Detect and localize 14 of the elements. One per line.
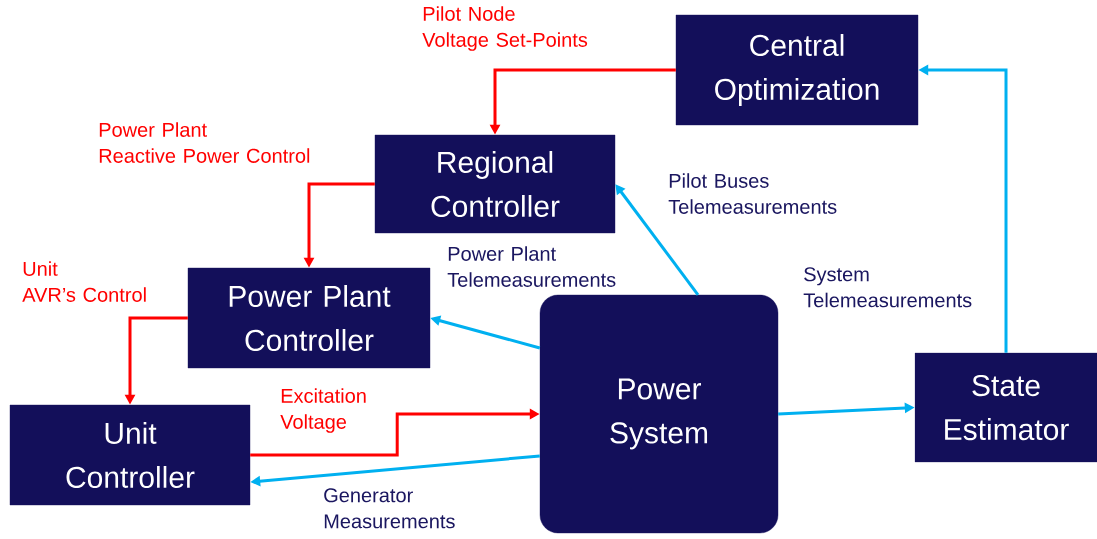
controller-box: Unit Controller [9,404,251,506]
edge-label: Excitation Voltage [280,388,366,433]
edge-label: Power Plant Telemeasurements [447,246,616,287]
edge-label: Power Plant Reactive Power Control [99,122,310,163]
edge-label: Pilot Node Voltage Set-Points [422,6,588,51]
controller-box: State Estimator [914,352,1097,463]
system-box: Power System [539,294,779,534]
edge-label: Pilot Buses Telemeasurements [668,173,837,214]
edge-label: Unit AVR’s Control [22,261,146,302]
controller-box: Power Plant Controller [187,267,431,369]
edge-label: Generator Measurements [324,488,455,529]
edge-label: System Telemeasurements [803,267,972,308]
controller-box: Central Optimization [675,14,919,126]
controller-box: Regional Controller [374,134,616,234]
